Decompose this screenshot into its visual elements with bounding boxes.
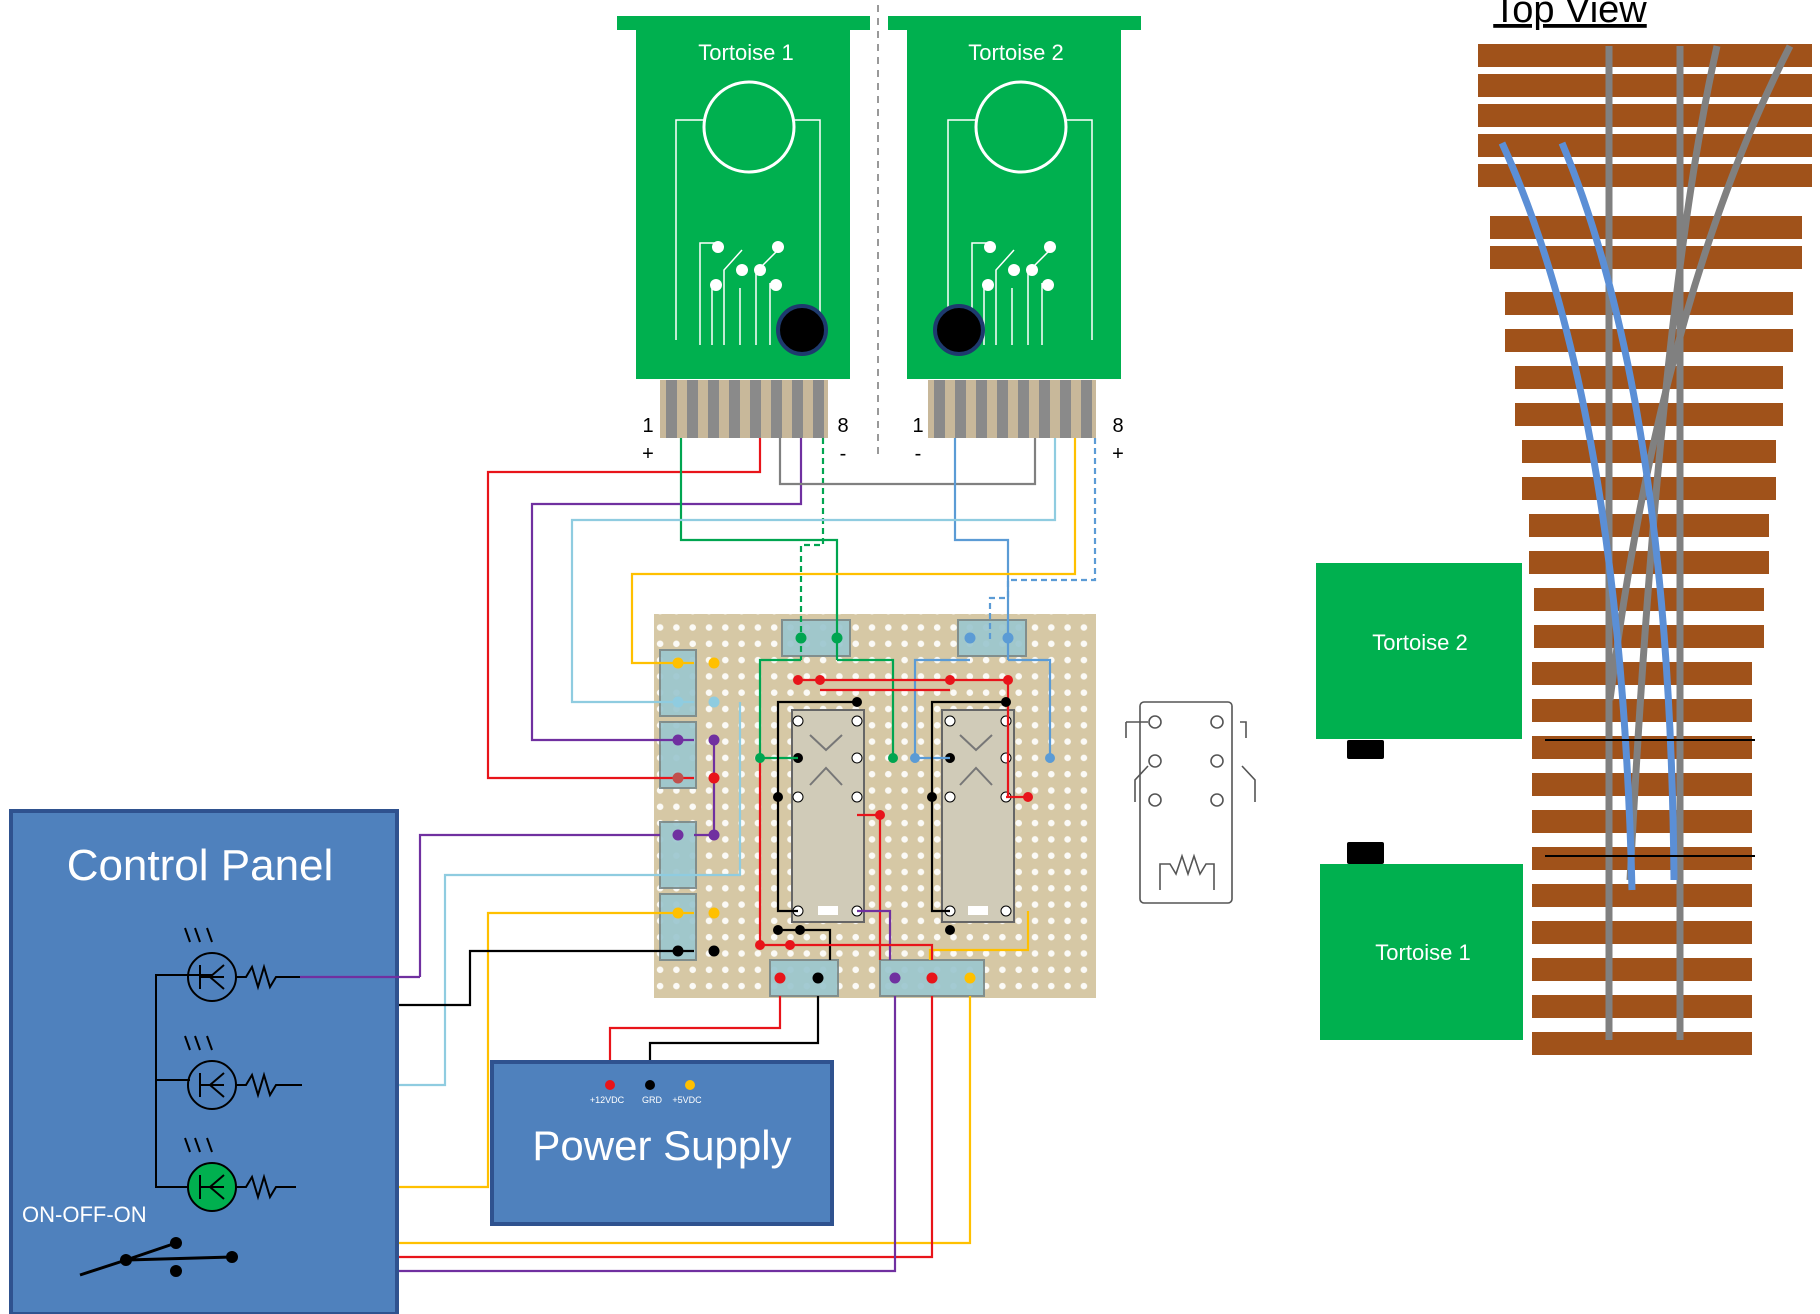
connector-finger: [687, 380, 698, 438]
tortoise-1-label: Tortoise 1: [698, 40, 793, 65]
track-tie: [1529, 514, 1769, 537]
tortoise-card-2: Tortoise 2 1 8 - +: [888, 16, 1141, 465]
terminal-5v-label: +5VDC: [672, 1095, 702, 1105]
track-tie: [1478, 104, 1812, 127]
top-view: Top View Tortoise 2 Tortoise 1: [1316, 0, 1812, 1055]
connector-finger: [1018, 380, 1029, 438]
connector-finger: [729, 380, 740, 438]
track-tie: [1532, 995, 1752, 1018]
wires: [160, 438, 1097, 1273]
track-tie: [1532, 773, 1752, 796]
track-tie: [1505, 292, 1793, 315]
mount-hole-icon: [776, 304, 828, 356]
track-tie: [1490, 246, 1802, 269]
relay-icon: [1125, 701, 1256, 904]
terminal-grd-label: GRD: [642, 1095, 663, 1105]
track-tie: [1534, 625, 1764, 648]
track-tie: [1515, 366, 1783, 389]
resistor-icon: [236, 963, 300, 991]
control-panel: Control Panel ON-OFF-ON: [9, 809, 420, 1314]
mount-hole-icon: [933, 304, 985, 356]
switch-label: ON-OFF-ON: [22, 1202, 147, 1227]
track-tie: [1532, 1032, 1752, 1055]
track-tie: [1478, 134, 1812, 157]
tortoise-2-label: Tortoise 2: [968, 40, 1063, 65]
resistor-icon: [236, 1173, 296, 1201]
track-tie: [1505, 329, 1793, 352]
led-green-icon: [184, 1137, 237, 1212]
polarity-plus-label: +: [1112, 443, 1124, 465]
pin-8-label: 8: [837, 415, 848, 437]
connector-finger: [1039, 380, 1050, 438]
track-tie: [1532, 810, 1752, 833]
track-tie: [1532, 847, 1752, 870]
track-tie: [1532, 958, 1752, 981]
connector-finger: [976, 380, 987, 438]
track-tie: [1532, 921, 1752, 944]
pin-8-label: 8: [1112, 415, 1123, 437]
connector-finger: [750, 380, 761, 438]
resistor-icon: [236, 1071, 302, 1099]
connector-finger: [1081, 380, 1092, 438]
connector-finger: [771, 380, 782, 438]
polarity-minus-label: -: [840, 443, 847, 465]
connector-finger: [1060, 380, 1071, 438]
track-tie: [1478, 164, 1812, 187]
track-tie: [1478, 74, 1812, 97]
connector-finger: [934, 380, 945, 438]
track-tie: [1478, 44, 1812, 67]
track-tie: [1532, 884, 1752, 907]
track-tie: [1490, 216, 1802, 239]
polarity-plus-label: +: [642, 443, 654, 465]
connector-finger: [666, 380, 677, 438]
polarity-minus-label: -: [915, 443, 922, 465]
motor-circle-icon: [702, 80, 796, 174]
top-view-title: Top View: [1493, 0, 1647, 31]
connector-finger: [708, 380, 719, 438]
turnout-track: [1498, 44, 1794, 1040]
terminal-12v-label: +12VDC: [590, 1095, 625, 1105]
tortoise-2-machine: Tortoise 2: [1316, 563, 1522, 759]
protoboard: [654, 614, 1096, 998]
motor-circle-icon: [974, 80, 1068, 174]
control-panel-title: Control Panel: [67, 841, 334, 890]
connector-finger: [792, 380, 803, 438]
relay-2: [941, 709, 1015, 923]
track-tie: [1515, 403, 1783, 426]
power-supply: +12VDC GRD +5VDC Power Supply: [490, 1060, 834, 1226]
track-ties: [1478, 44, 1812, 1055]
track-tie: [1532, 736, 1752, 759]
pin-1-label: 1: [912, 415, 923, 437]
tortoise-card-1: Tortoise 1 1 8 + -: [617, 16, 870, 465]
machine-label: Tortoise 1: [1375, 940, 1470, 965]
connector-finger: [813, 380, 824, 438]
pin-1-label: 1: [642, 415, 653, 437]
tortoise-1-machine: Tortoise 1: [1320, 842, 1523, 1040]
machine-label: Tortoise 2: [1372, 630, 1467, 655]
relay-1: [791, 709, 865, 923]
connector-finger: [997, 380, 1008, 438]
board-nodes: [672, 632, 1055, 984]
toggle-switch-icon: [79, 1237, 238, 1277]
connector-finger: [955, 380, 966, 438]
power-supply-title: Power Supply: [532, 1122, 791, 1169]
